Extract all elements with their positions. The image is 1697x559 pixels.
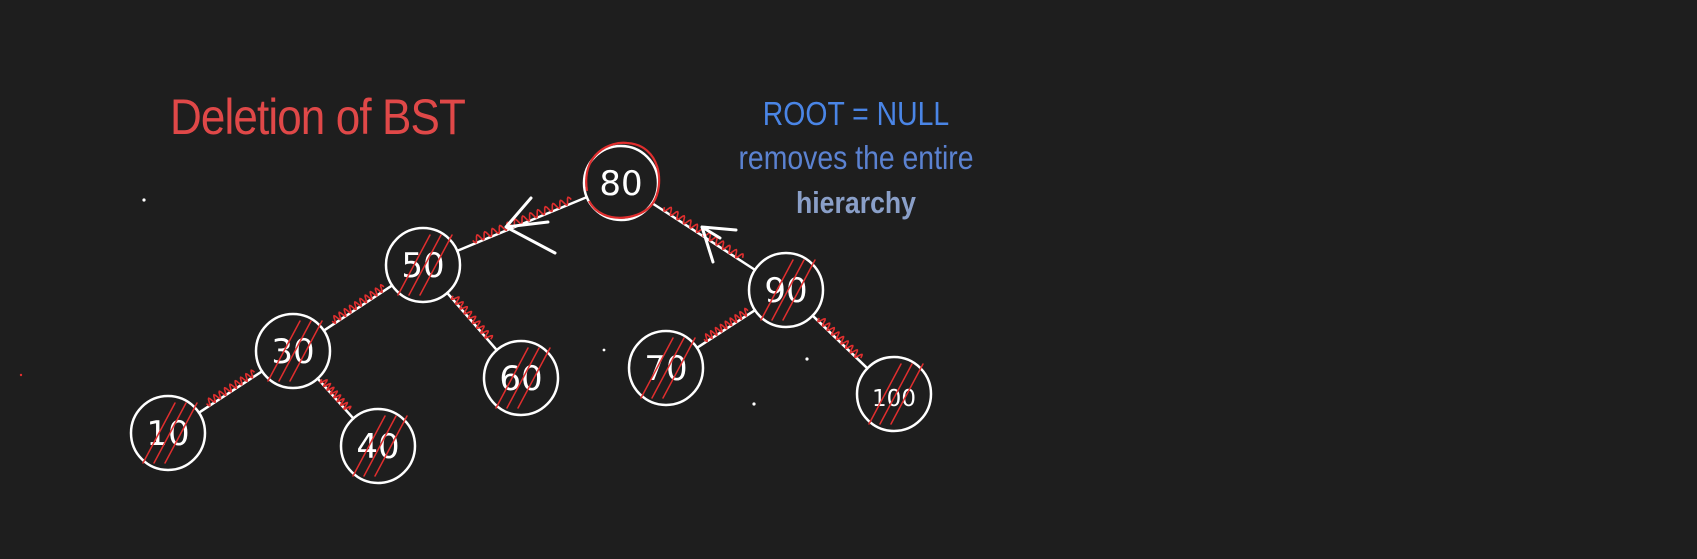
node-strike-mark (397, 234, 431, 296)
node-strike-mark (651, 337, 685, 399)
nodes-group: 80 50 90 30 60 70 100 10 40 (129, 141, 933, 485)
page-title: Deletion of BST (170, 89, 466, 145)
node-strike-mark (506, 347, 540, 409)
edge-n30-n10 (197, 369, 264, 414)
edge-n90-n70 (695, 307, 757, 350)
node-strike-mark (879, 363, 913, 425)
tree-node-100: 100 (855, 355, 933, 433)
edge-n90-n100 (811, 314, 869, 370)
node-strike-mark (495, 347, 529, 409)
node-strike-mark (363, 415, 397, 477)
edge-strike-mark (817, 317, 863, 359)
node-strike-mark (771, 259, 805, 321)
note-line-3: hierarchy (795, 185, 917, 220)
node-label: 80 (599, 164, 642, 204)
node-strike-mark (153, 402, 187, 464)
edge-n50-n60 (445, 291, 499, 352)
node-label: 60 (499, 359, 542, 399)
node-strike-mark (890, 363, 924, 425)
edge-strike-mark (205, 369, 256, 407)
node-strike-mark (278, 320, 312, 382)
edge-n50-n30 (322, 284, 394, 332)
arrow-left-icon (504, 196, 557, 255)
node-label: 70 (644, 349, 687, 389)
node-strike-mark (662, 337, 696, 399)
note-line-2: removes the entire (738, 139, 974, 176)
node-label: 90 (764, 271, 807, 311)
node-strike-mark (517, 347, 551, 409)
stray-dot (805, 357, 809, 361)
annotation-marks (19, 196, 809, 406)
node-strike-mark (868, 363, 902, 425)
arrow-right-icon (700, 225, 738, 264)
node-label: 30 (271, 332, 314, 372)
edge-strike-mark (472, 196, 572, 244)
node-strike-mark (374, 415, 408, 477)
node-label: 40 (356, 427, 399, 467)
edges-group (197, 195, 869, 420)
node-label: 50 (401, 246, 444, 286)
root-highlight-circle (585, 141, 661, 219)
edge-strike-mark (319, 378, 352, 411)
node-strike-mark (760, 259, 794, 321)
node-strike-mark (267, 320, 301, 382)
note-line-1: ROOT = NULL (762, 95, 950, 132)
edge-n30-n40 (316, 377, 355, 420)
tree-node-10: 10 (129, 394, 207, 472)
edge-strike-mark (703, 307, 749, 343)
tree-node-90: 90 (747, 251, 825, 329)
tree-node-40: 40 (339, 407, 417, 485)
node-strike-mark (289, 320, 323, 382)
node-strike-mark (142, 402, 176, 464)
tree-node-80: 80 (582, 141, 661, 222)
annotation-note: ROOT = NULL removes the entire hierarchy (716, 92, 996, 226)
node-strike-mark (352, 415, 386, 477)
node-strike-mark (419, 234, 453, 296)
node-strike-mark (408, 234, 442, 296)
node-strike-mark (640, 337, 674, 399)
node-label: 10 (146, 414, 189, 454)
node-strike-mark (164, 402, 198, 464)
tree-node-50: 50 (384, 226, 462, 304)
stray-dot (19, 373, 23, 377)
tree-node-70: 70 (627, 329, 705, 407)
tree-node-30: 30 (254, 312, 332, 390)
edge-strike-mark (450, 295, 494, 340)
stray-dot (142, 198, 146, 202)
edge-strike-mark (331, 284, 385, 324)
stray-dot (602, 348, 606, 352)
stray-dot (752, 402, 756, 406)
tree-node-60: 60 (482, 339, 560, 417)
node-strike-mark (782, 259, 816, 321)
